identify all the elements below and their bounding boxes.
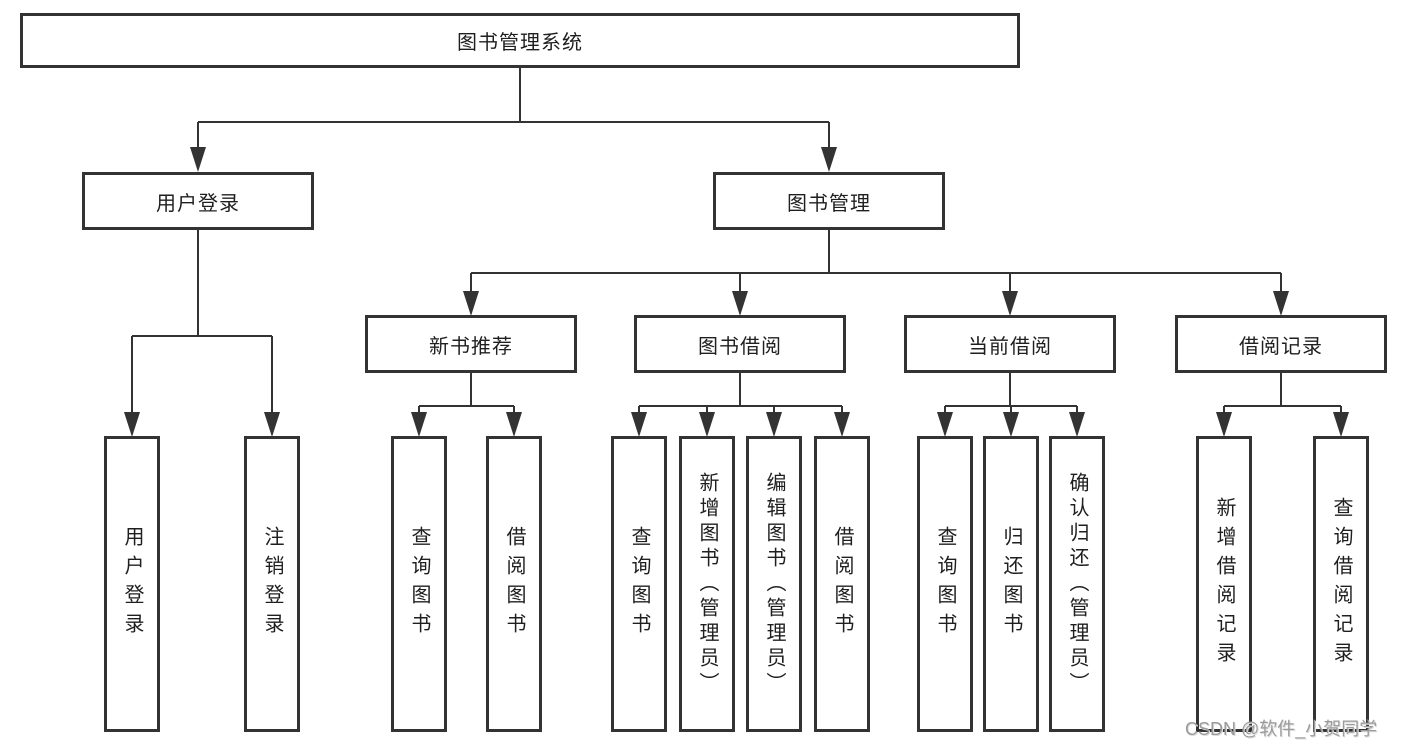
connector-root-to-level2 (190, 67, 837, 172)
leaf-query-books-3: 查询图书 (917, 436, 973, 732)
arrowhead-down-icon (124, 412, 140, 437)
arrowhead-down-icon (699, 412, 715, 437)
arrowhead-down-icon (506, 412, 522, 437)
leaf-label: 编辑图书（管理员） (763, 471, 785, 697)
node-borrow-record: 借阅记录 (1175, 315, 1387, 373)
connector-borrow-children (631, 373, 850, 437)
node-book-mgmt: 图书管理 (713, 172, 945, 230)
arrowhead-down-icon (834, 412, 850, 437)
node-user-login: 用户登录 (82, 172, 314, 230)
leaf-query-books-2: 查询图书 (611, 436, 667, 732)
leaf-label: 借阅图书 (503, 526, 525, 642)
leaf-borrow-books-2: 借阅图书 (814, 436, 870, 732)
arrowhead-down-icon (264, 412, 280, 437)
node-current-borrow: 当前借阅 (904, 315, 1116, 373)
arrowhead-down-icon (766, 412, 782, 437)
connector-line (1223, 373, 1342, 413)
arrowhead-down-icon (1333, 412, 1349, 437)
connector-line (131, 230, 273, 413)
arrowhead-down-icon (821, 147, 837, 172)
arrowhead-down-icon (937, 412, 953, 437)
leaf-query-borrow-record: 查询借阅记录 (1313, 436, 1369, 732)
leaf-logout: 注销登录 (244, 436, 300, 732)
connector-line (418, 373, 515, 413)
node-label: 借阅记录 (1239, 335, 1323, 358)
leaf-add-book-admin: 新增图书（管理员） (679, 436, 735, 732)
connector-line (944, 373, 1078, 413)
node-label: 图书借阅 (698, 335, 782, 358)
arrowhead-down-icon (1002, 291, 1018, 316)
leaf-label: 新增借阅记录 (1213, 497, 1235, 671)
leaf-add-borrow-record: 新增借阅记录 (1196, 436, 1252, 732)
node-root: 图书管理系统 (20, 13, 1020, 68)
arrowhead-down-icon (1003, 412, 1019, 437)
connector-current-children (937, 373, 1085, 437)
arrowhead-down-icon (190, 147, 206, 172)
leaf-label: 查询图书 (408, 526, 430, 642)
arrowhead-down-icon (463, 291, 479, 316)
csdn-watermark: CSDN @软件_小贺同学 (1185, 719, 1378, 739)
arrowhead-down-icon (1216, 412, 1232, 437)
node-new-book-recommend: 新书推荐 (365, 315, 577, 373)
connector-book-mgmt-children (463, 230, 1289, 316)
arrowhead-down-icon (631, 412, 647, 437)
node-label: 当前借阅 (968, 335, 1052, 358)
leaf-label: 查询图书 (628, 526, 650, 642)
leaf-label: 归还图书 (1000, 526, 1022, 642)
leaf-label: 注销登录 (261, 526, 283, 642)
node-book-borrow: 图书借阅 (634, 315, 846, 373)
connector-line (197, 67, 830, 148)
leaf-edit-book-admin: 编辑图书（管理员） (746, 436, 802, 732)
leaf-label: 查询借阅记录 (1330, 497, 1352, 671)
leaf-label: 确认归还（管理员） (1066, 471, 1088, 697)
leaf-label: 用户登录 (121, 526, 143, 642)
node-book-mgmt-label: 图书管理 (787, 192, 871, 215)
node-user-login-label: 用户登录 (156, 192, 240, 215)
leaf-borrow-books-1: 借阅图书 (486, 436, 542, 732)
connector-user-login-children (124, 230, 280, 437)
arrowhead-down-icon (1273, 291, 1289, 316)
connector-line (470, 230, 1282, 292)
arrowhead-down-icon (732, 291, 748, 316)
connector-record-children (1216, 373, 1349, 437)
leaf-query-books-1: 查询图书 (391, 436, 447, 732)
connector-new-book-children (411, 373, 522, 437)
node-label: 新书推荐 (429, 335, 513, 358)
leaf-label: 查询图书 (934, 526, 956, 642)
arrowhead-down-icon (411, 412, 427, 437)
node-root-label: 图书管理系统 (457, 32, 583, 54)
leaf-return-book: 归还图书 (983, 436, 1039, 732)
connector-line (638, 373, 843, 413)
arrowhead-down-icon (1069, 412, 1085, 437)
leaf-label: 新增图书（管理员） (696, 471, 718, 697)
leaf-label: 借阅图书 (831, 526, 853, 642)
leaf-confirm-return-admin: 确认归还（管理员） (1049, 436, 1105, 732)
leaf-user-login: 用户登录 (104, 436, 160, 732)
